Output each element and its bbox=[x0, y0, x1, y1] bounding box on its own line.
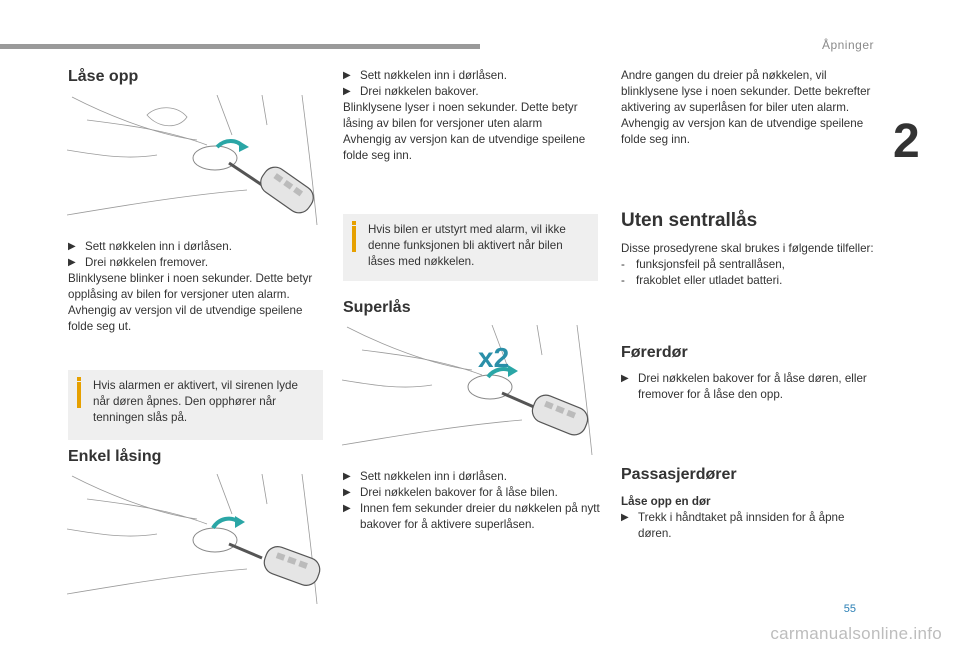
info-note-alarm-key: Hvis bilen er utstyrt med alarm, vil ikk… bbox=[343, 214, 598, 281]
step-text: Drei nøkkelen bakover for å låse bilen. bbox=[360, 486, 558, 499]
heading-no-central-lock: Uten sentrallås bbox=[621, 210, 758, 231]
bullet-icon: ▶ bbox=[343, 471, 351, 482]
bullet-icon: ▶ bbox=[343, 70, 351, 81]
driver-door-instructions: ▶ Drei nøkkelen bakover for å låse døren,… bbox=[621, 371, 881, 403]
heading-superlock: Superlås bbox=[343, 299, 411, 316]
unlock-instructions: ▶ Sett nøkkelen inn i dørlåsen. ▶ Drei nøk… bbox=[68, 239, 328, 335]
bullet-icon: ▶ bbox=[621, 512, 629, 523]
watermark: carmanualsonline.info bbox=[770, 624, 942, 643]
body-text: Avhengig av versjon kan de utvendige spe… bbox=[621, 117, 864, 146]
subheading-unlock-door: Låse opp en dør bbox=[621, 495, 711, 508]
bullet-icon: ▶ bbox=[343, 487, 351, 498]
note-text: Hvis bilen er utstyrt med alarm, vil ikk… bbox=[368, 223, 566, 268]
step-text: Sett nøkkelen inn i dørlåsen. bbox=[85, 240, 232, 253]
info-note-alarm: Hvis alarmen er aktivert, vil sirenen ly… bbox=[68, 370, 323, 440]
heading-simple-lock: Enkel låsing bbox=[68, 448, 162, 465]
body-text: Blinklysene lyser i noen sekunder. Dette… bbox=[343, 101, 578, 130]
header-rule bbox=[0, 44, 480, 49]
bullet-icon: ▶ bbox=[621, 373, 629, 384]
page-number: 55 bbox=[843, 603, 856, 615]
step-text: Drei nøkkelen bakover. bbox=[360, 85, 479, 98]
heading-unlock: Låse opp bbox=[68, 68, 139, 85]
bullet-icon: ▶ bbox=[343, 503, 351, 514]
simple-lock-illustration bbox=[67, 474, 321, 605]
passenger-door-instructions: Låse opp en dør ▶ Trekk i håndtaket på in… bbox=[621, 494, 881, 542]
bullet-icon: ▶ bbox=[343, 86, 351, 97]
list-item: frakoblet eller utladet batteri. bbox=[636, 274, 783, 287]
step-text: Innen fem sekunder dreier du nøkkelen på… bbox=[360, 502, 600, 531]
body-text: Blinklysene blinker i noen sekunder. Det… bbox=[68, 272, 313, 301]
superlock-confirmation: Andre gangen du dreier på nøkkelen, vil … bbox=[621, 68, 881, 148]
heading-driver-door: Førerdør bbox=[621, 344, 688, 361]
step-text: Sett nøkkelen inn i dørlåsen. bbox=[360, 69, 507, 82]
step-text: Trekk i håndtaket på innsiden for å åpne… bbox=[638, 511, 845, 540]
lock-instructions: ▶ Sett nøkkelen inn i dørlåsen. ▶ Drei nøk… bbox=[343, 68, 603, 164]
info-icon bbox=[77, 377, 81, 381]
body-text: Avhengig av versjon vil de utvendige spe… bbox=[68, 304, 303, 333]
note-text: Hvis alarmen er aktivert, vil sirenen ly… bbox=[93, 379, 298, 424]
no-central-lock-text: Disse prosedyrene skal brukes i følgende… bbox=[621, 241, 881, 289]
section-name: Åpninger bbox=[821, 38, 874, 52]
superlock-instructions: ▶ Sett nøkkelen inn i dørlåsen. ▶ Drei nøk… bbox=[343, 469, 603, 533]
list-item: funksjonsfeil på sentrallåsen, bbox=[636, 258, 785, 271]
body-text: Avhengig av versjon kan de utvendige spe… bbox=[343, 133, 586, 162]
body-text: Andre gangen du dreier på nøkkelen, vil … bbox=[621, 69, 871, 114]
bullet-icon: ▶ bbox=[68, 257, 76, 268]
step-text: Drei nøkkelen fremover. bbox=[85, 256, 209, 269]
chapter-number: 2 bbox=[893, 115, 920, 168]
bullet-icon: ▶ bbox=[68, 241, 76, 252]
body-text: Disse prosedyrene skal brukes i følgende… bbox=[621, 242, 874, 255]
superlock-illustration: x2 bbox=[342, 325, 593, 456]
heading-passenger-doors: Passasjerdører bbox=[621, 466, 737, 483]
info-icon bbox=[352, 221, 356, 225]
unlock-illustration bbox=[67, 95, 318, 226]
step-text: Drei nøkkelen bakover for å låse døren, … bbox=[638, 372, 867, 401]
step-text: Sett nøkkelen inn i dørlåsen. bbox=[360, 470, 507, 483]
